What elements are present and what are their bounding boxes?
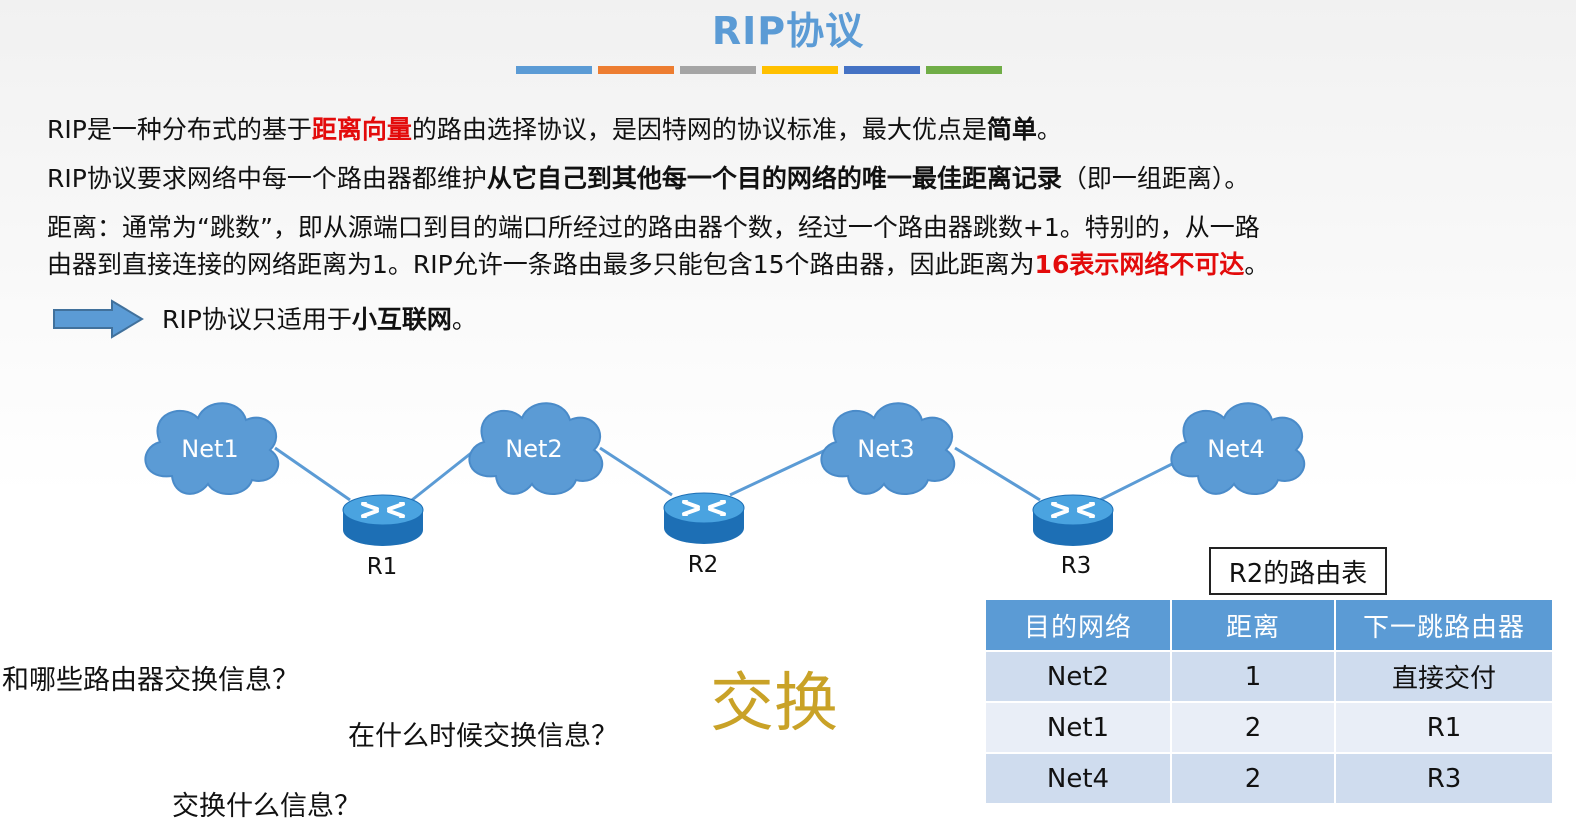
cloud-net3: Net3 (820, 402, 956, 496)
cloud-net4: Net4 (1170, 402, 1306, 496)
router-r1-icon (341, 493, 425, 548)
color-bar-2 (598, 66, 674, 74)
table-cell: 1 (1170, 650, 1336, 703)
right-arrow-icon (52, 299, 144, 343)
cloud-label-net4: Net4 (1207, 435, 1264, 463)
router-label-r3: R3 (1061, 553, 1092, 579)
cloud-label-net2: Net2 (505, 435, 562, 463)
question-1: 和哪些路由器交换信息？ (2, 665, 299, 696)
paragraph-2: RIP协议要求网络中每一个路由器都维护从它自己到其他每一个目的网络的唯一最佳距离… (47, 161, 1249, 197)
table-row: Net4 2 R3 (984, 752, 1554, 805)
link-r3-net4 (1099, 458, 1181, 502)
bold-text: 从它自己到其他每一个目的网络的唯一最佳距离记录 (486, 164, 1062, 193)
highlight-text: 距离向量 (311, 115, 412, 144)
link-net2-r2 (599, 446, 673, 497)
table-row: Net1 2 R1 (984, 701, 1554, 754)
link-net1-r1 (274, 446, 351, 502)
router-r3-icon (1031, 493, 1115, 548)
router-r2-icon (662, 491, 746, 546)
text: RIP协议要求网络中每一个路由器都维护 (47, 164, 487, 193)
cloud-label-net1: Net1 (181, 435, 238, 463)
table-cell: R3 (1334, 752, 1554, 805)
exchange-label: 交换 (710, 667, 838, 741)
text: （即一组距离）。 (1061, 164, 1250, 193)
cloud-net1: Net1 (144, 402, 280, 496)
text: 。 (1244, 250, 1270, 279)
table-header: 下一跳路由器 (1334, 598, 1554, 652)
table-header: 距离 (1170, 598, 1336, 652)
highlight-text: 16表示网络不可达 (1034, 250, 1245, 279)
text: RIP是一种分布式的基于 (47, 115, 312, 144)
table-cell: 直接交付 (1334, 650, 1554, 703)
cloud-net2: Net2 (468, 402, 604, 496)
routing-table: 目的网络 距离 下一跳路由器 Net2 1 直接交付 Net1 2 R1 Net… (984, 598, 1554, 805)
network-links (274, 446, 1181, 502)
color-bar-4 (762, 66, 838, 74)
table-cell: Net1 (984, 701, 1172, 754)
table-header: 目的网络 (984, 598, 1172, 652)
paragraph-3-line-2: 由器到直接连接的网络距离为1。RIP允许一条路由最多只能包含15个路由器，因此距… (47, 247, 1269, 283)
table-cell: R1 (1334, 701, 1554, 754)
color-bar-5 (844, 66, 920, 74)
link-r2-net3 (729, 446, 831, 497)
paragraph-1: RIP是一种分布式的基于距离向量的路由选择协议，是因特网的协议标准，最大优点是简… (47, 112, 1062, 148)
link-net3-r3 (954, 446, 1041, 502)
table-cell: 2 (1170, 752, 1336, 805)
bold-text: 简单 (986, 115, 1037, 144)
table-row: Net2 1 直接交付 (984, 650, 1554, 703)
table-cell: 2 (1170, 701, 1336, 754)
text: RIP协议只适用于 (162, 305, 352, 334)
text: 。 (451, 305, 477, 334)
router-label-r1: R1 (367, 554, 398, 580)
cloud-label-net3: Net3 (857, 435, 914, 463)
table-header-row: 目的网络 距离 下一跳路由器 (984, 598, 1554, 652)
paragraph-4: RIP协议只适用于小互联网。 (162, 300, 477, 336)
link-r1-net2 (411, 448, 476, 502)
question-2: 在什么时候交换信息？ (348, 721, 618, 752)
text: 由器到直接连接的网络距离为1。RIP允许一条路由最多只能包含15个路由器，因此距… (47, 250, 1035, 279)
text: 的路由选择协议，是因特网的协议标准，最大优点是 (411, 115, 987, 144)
color-bar-3 (680, 66, 756, 74)
router-label-r2: R2 (688, 552, 719, 578)
network-diagram: Net1 Net2 Net3 Net4 R1 R2 R3 (144, 402, 1306, 580)
page-title: RIP协议 (711, 9, 865, 53)
color-bar-6 (926, 66, 1002, 74)
title-color-bars (516, 66, 1002, 74)
question-3: 交换什么信息？ (172, 791, 361, 822)
paragraph-3-line-1: 距离：通常为“跳数”，即从源端口到目的端口所经过的路由器个数，经过一个路由器跳数… (47, 213, 1260, 242)
color-bar-1 (516, 66, 592, 74)
table-cell: Net2 (984, 650, 1172, 703)
routing-table-caption: R2的路由表 (1209, 547, 1387, 595)
bold-text: 小互联网 (351, 305, 452, 334)
text: 。 (1036, 115, 1062, 144)
table-cell: Net4 (984, 752, 1172, 805)
